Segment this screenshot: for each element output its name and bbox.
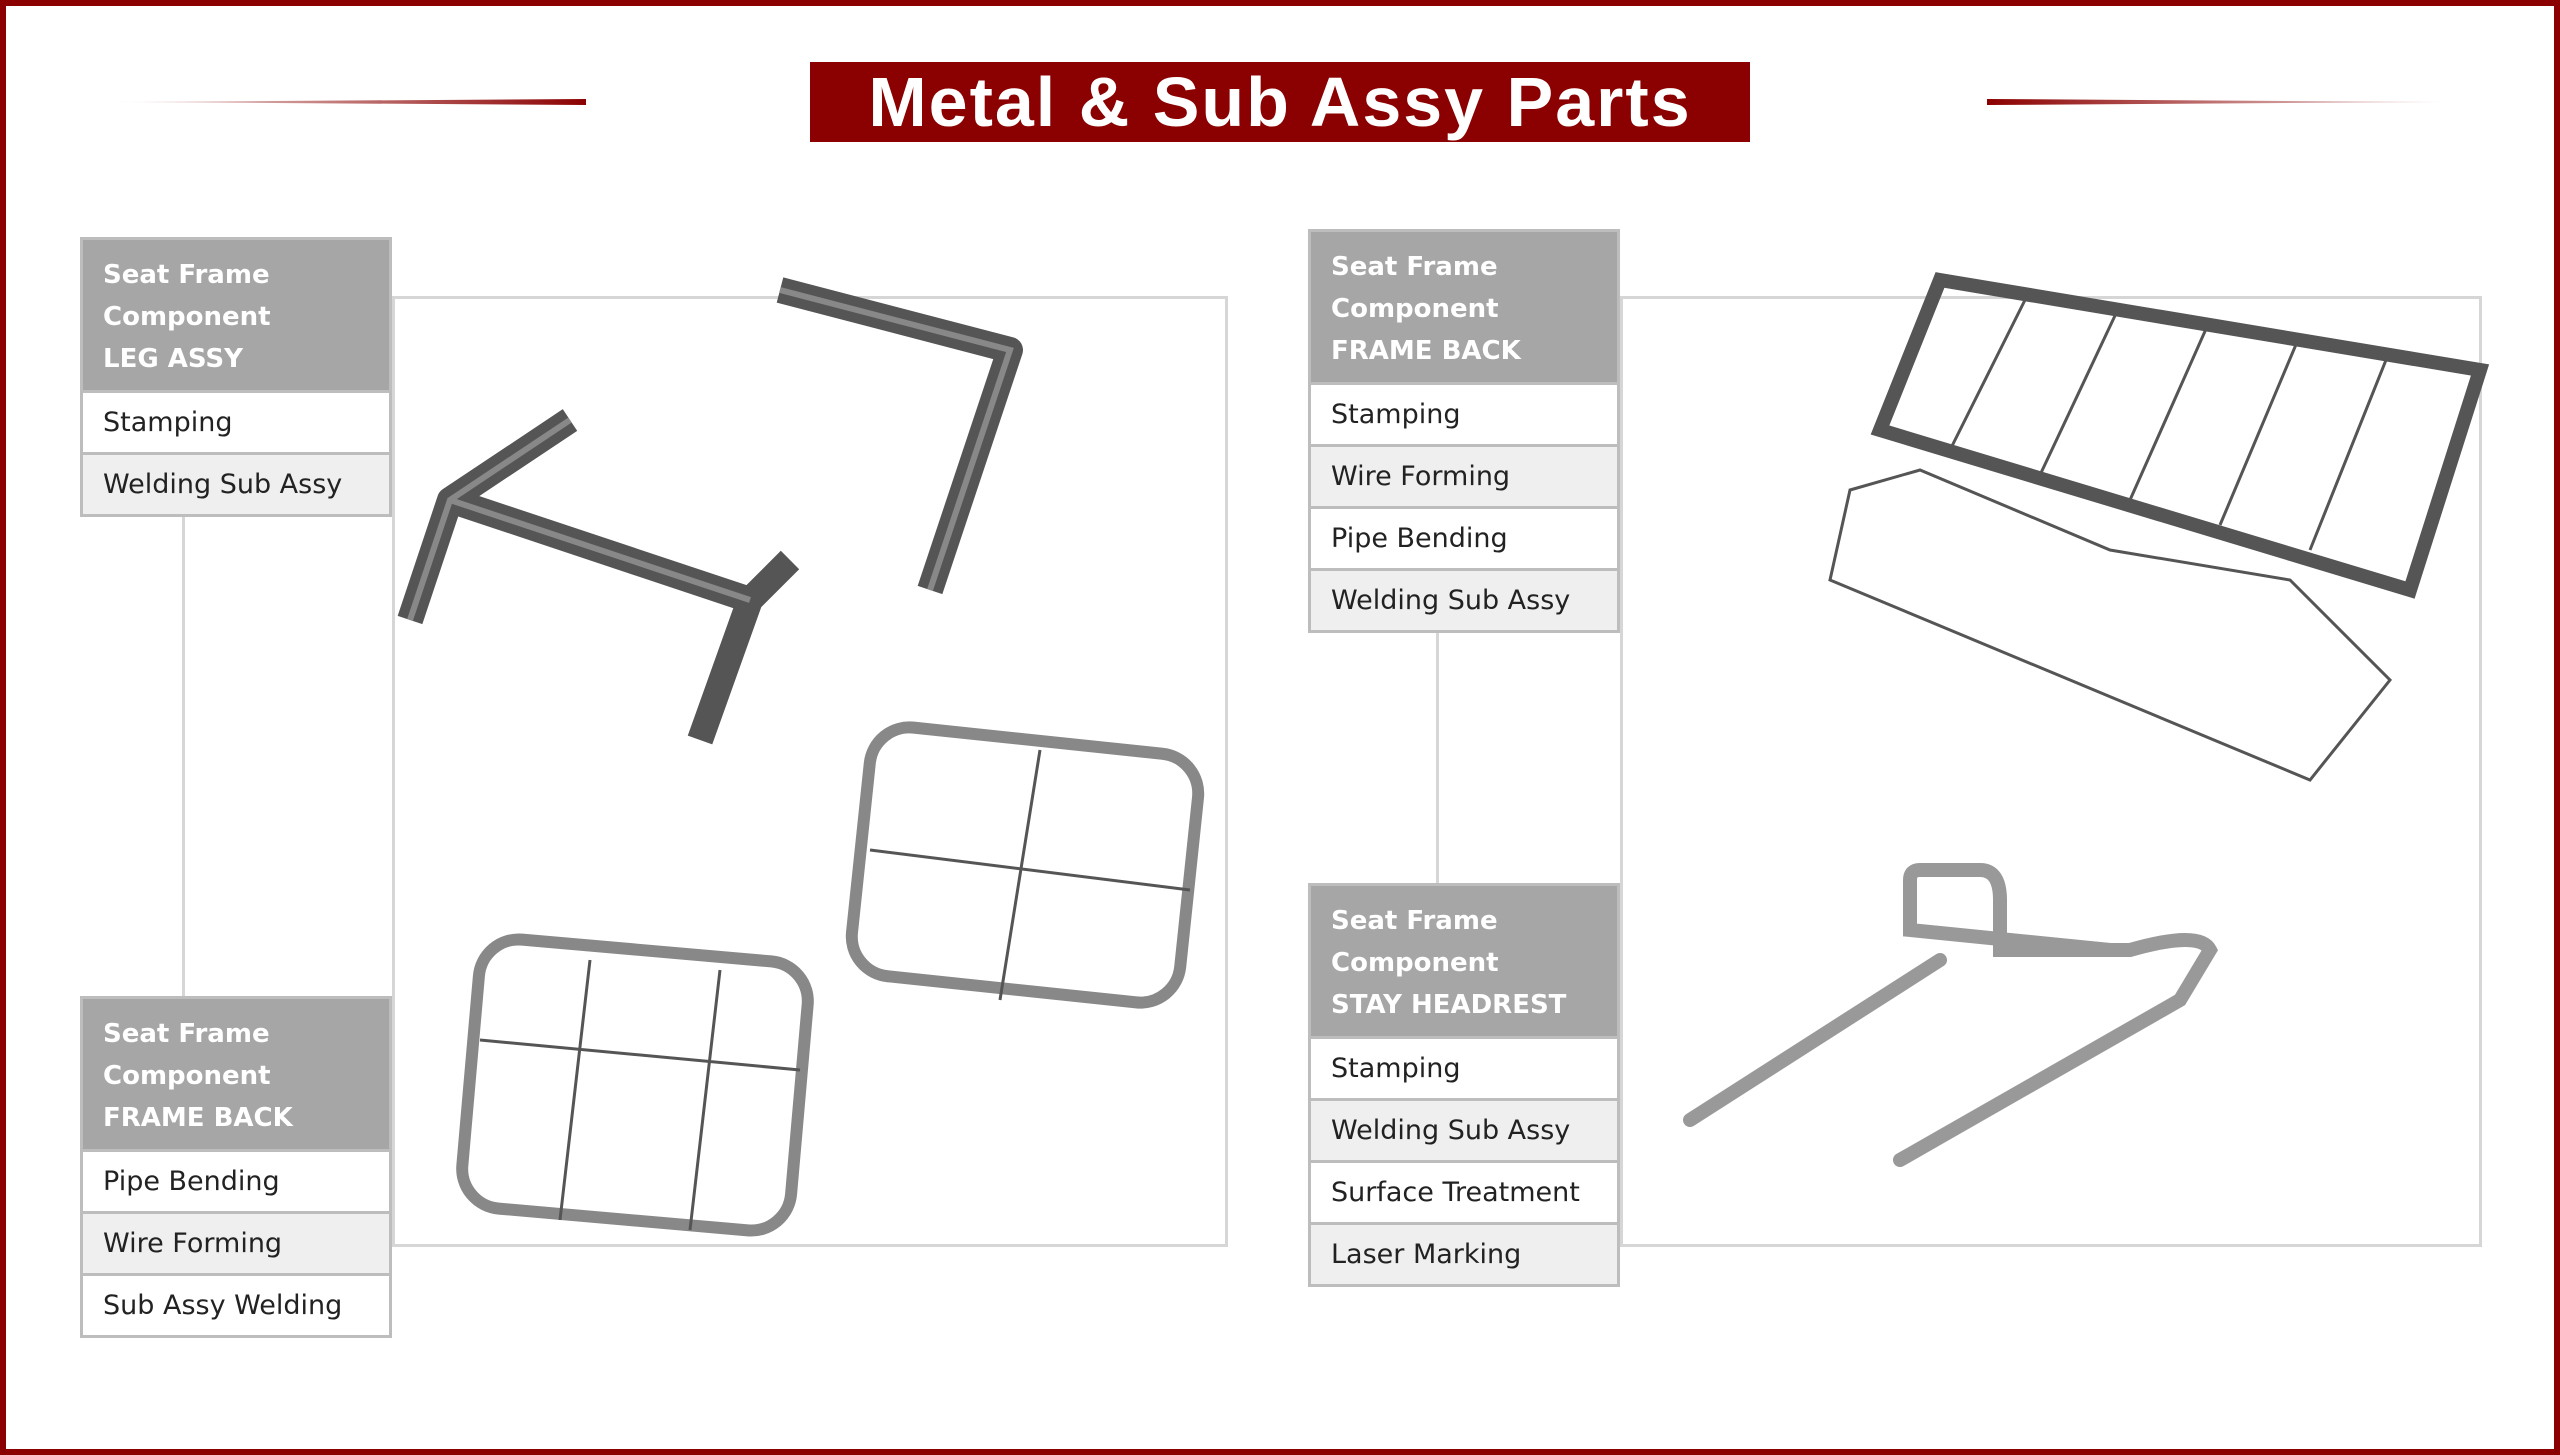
header-line: Seat Frame xyxy=(1331,906,1498,936)
header-line: Seat Frame xyxy=(103,1019,270,1049)
process-item: Stamping xyxy=(1311,382,1617,444)
header-line: LEG ASSY xyxy=(103,344,243,374)
header-line: FRAME BACK xyxy=(103,1103,293,1133)
card-header: Seat Frame Component STAY HEADREST xyxy=(1311,886,1617,1036)
card-header: Seat Frame Component FRAME BACK xyxy=(83,999,389,1149)
process-item: Wire Forming xyxy=(83,1211,389,1273)
card-frame-back-right: Seat Frame Component FRAME BACK Stamping… xyxy=(1308,229,1620,633)
connector-line xyxy=(182,511,185,996)
card-stay-headrest: Seat Frame Component STAY HEADREST Stamp… xyxy=(1308,883,1620,1287)
process-item: Laser Marking xyxy=(1311,1222,1617,1284)
header-line: Component xyxy=(103,302,271,332)
header-line: Seat Frame xyxy=(1331,252,1498,282)
header-line: Component xyxy=(1331,294,1499,324)
process-item: Stamping xyxy=(83,390,389,452)
title-decoration-left xyxy=(118,99,586,105)
process-item: Pipe Bending xyxy=(83,1149,389,1211)
card-header: Seat Frame Component FRAME BACK xyxy=(1311,232,1617,382)
frame-back-pipe-image xyxy=(456,721,1205,1237)
connector-line xyxy=(1436,627,1439,883)
header-line: STAY HEADREST xyxy=(1331,990,1567,1020)
process-item: Stamping xyxy=(1311,1036,1617,1098)
process-item: Surface Treatment xyxy=(1311,1160,1617,1222)
leg-assy-image xyxy=(397,277,1023,745)
card-leg-assy: Seat Frame Component LEG ASSY Stamping W… xyxy=(80,237,392,517)
process-item: Sub Assy Welding xyxy=(83,1273,389,1335)
header-line: Seat Frame xyxy=(103,260,270,290)
process-item: Wire Forming xyxy=(1311,444,1617,506)
stay-headrest-image xyxy=(1683,863,2218,1167)
title-decoration-right xyxy=(1987,99,2443,105)
frame-back-wire-image xyxy=(1828,272,2490,782)
header-line: Component xyxy=(1331,948,1499,978)
card-header: Seat Frame Component LEG ASSY xyxy=(83,240,389,390)
process-item: Welding Sub Assy xyxy=(1311,568,1617,630)
header-line: Component xyxy=(103,1061,271,1091)
process-item: Welding Sub Assy xyxy=(1311,1098,1617,1160)
process-item: Welding Sub Assy xyxy=(83,452,389,514)
page-title: Metal & Sub Assy Parts xyxy=(810,62,1750,142)
header-line: FRAME BACK xyxy=(1331,336,1521,366)
card-frame-back-left: Seat Frame Component FRAME BACK Pipe Ben… xyxy=(80,996,392,1338)
process-item: Pipe Bending xyxy=(1311,506,1617,568)
